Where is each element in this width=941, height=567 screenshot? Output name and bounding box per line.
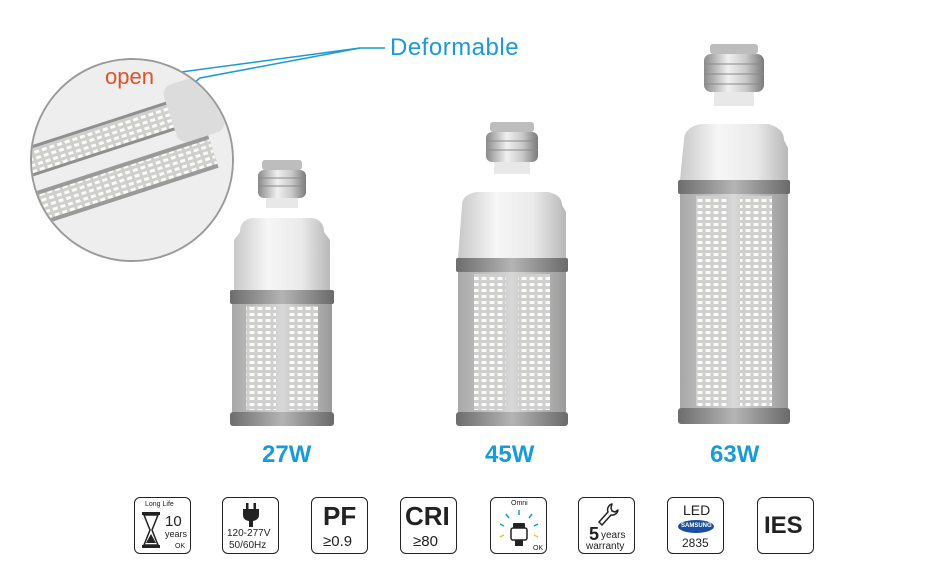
life-years-number: 10 [165, 513, 182, 530]
samsung-logo-text: SAMSUNG [681, 523, 712, 529]
cri-title: CRI [405, 501, 450, 531]
callout-line [194, 47, 385, 83]
badge-led-chip: LED SAMSUNG 2835 [667, 497, 724, 554]
warranty-unit: years [601, 530, 626, 541]
wrench-icon [598, 503, 619, 526]
omni-ok: OK [533, 545, 544, 552]
deformable-label: Deformable [390, 34, 520, 61]
life-years-unit: years [165, 529, 188, 539]
wattage-63w: 63W [710, 441, 760, 468]
badge-omni: Omni OK [490, 497, 547, 554]
open-label: open [105, 64, 154, 89]
samsung-logo: SAMSUNG [678, 520, 714, 533]
badge-cri: CRI ≥80 [400, 497, 457, 554]
voltage-range: 120-277V [227, 528, 271, 539]
cri-value: ≥80 [413, 533, 438, 550]
hourglass-icon [142, 512, 160, 548]
led-model: 2835 [682, 536, 709, 550]
voltage-frequency: 50/60Hz [229, 540, 267, 551]
badge-long-life: Long Life 10 years OK [134, 497, 191, 554]
wattage-45w: 45W [485, 441, 535, 468]
badge-voltage: 120-277V 50/60Hz [222, 497, 279, 554]
omni-lamp-icon [499, 510, 539, 546]
lamp-45w [456, 122, 568, 426]
wattage-27w: 27W [262, 441, 312, 468]
lamp-27w [230, 160, 334, 426]
lamp-63w [678, 44, 790, 424]
warranty-number: 5 [589, 524, 600, 544]
warranty-label: warranty [586, 541, 625, 552]
led-title: LED [683, 502, 711, 518]
pf-value: ≥0.9 [323, 533, 353, 550]
long-life-text: Long Life [145, 501, 174, 508]
badge-ies: IES [757, 497, 814, 554]
badge-power-factor: PF ≥0.9 [311, 497, 368, 554]
pf-title: PF [323, 501, 357, 531]
omni-text: Omni [511, 500, 528, 507]
badge-warranty: 5 years warranty [578, 497, 635, 554]
life-ok: OK [175, 543, 186, 550]
plug-icon [243, 503, 259, 527]
ies-title: IES [764, 512, 803, 539]
